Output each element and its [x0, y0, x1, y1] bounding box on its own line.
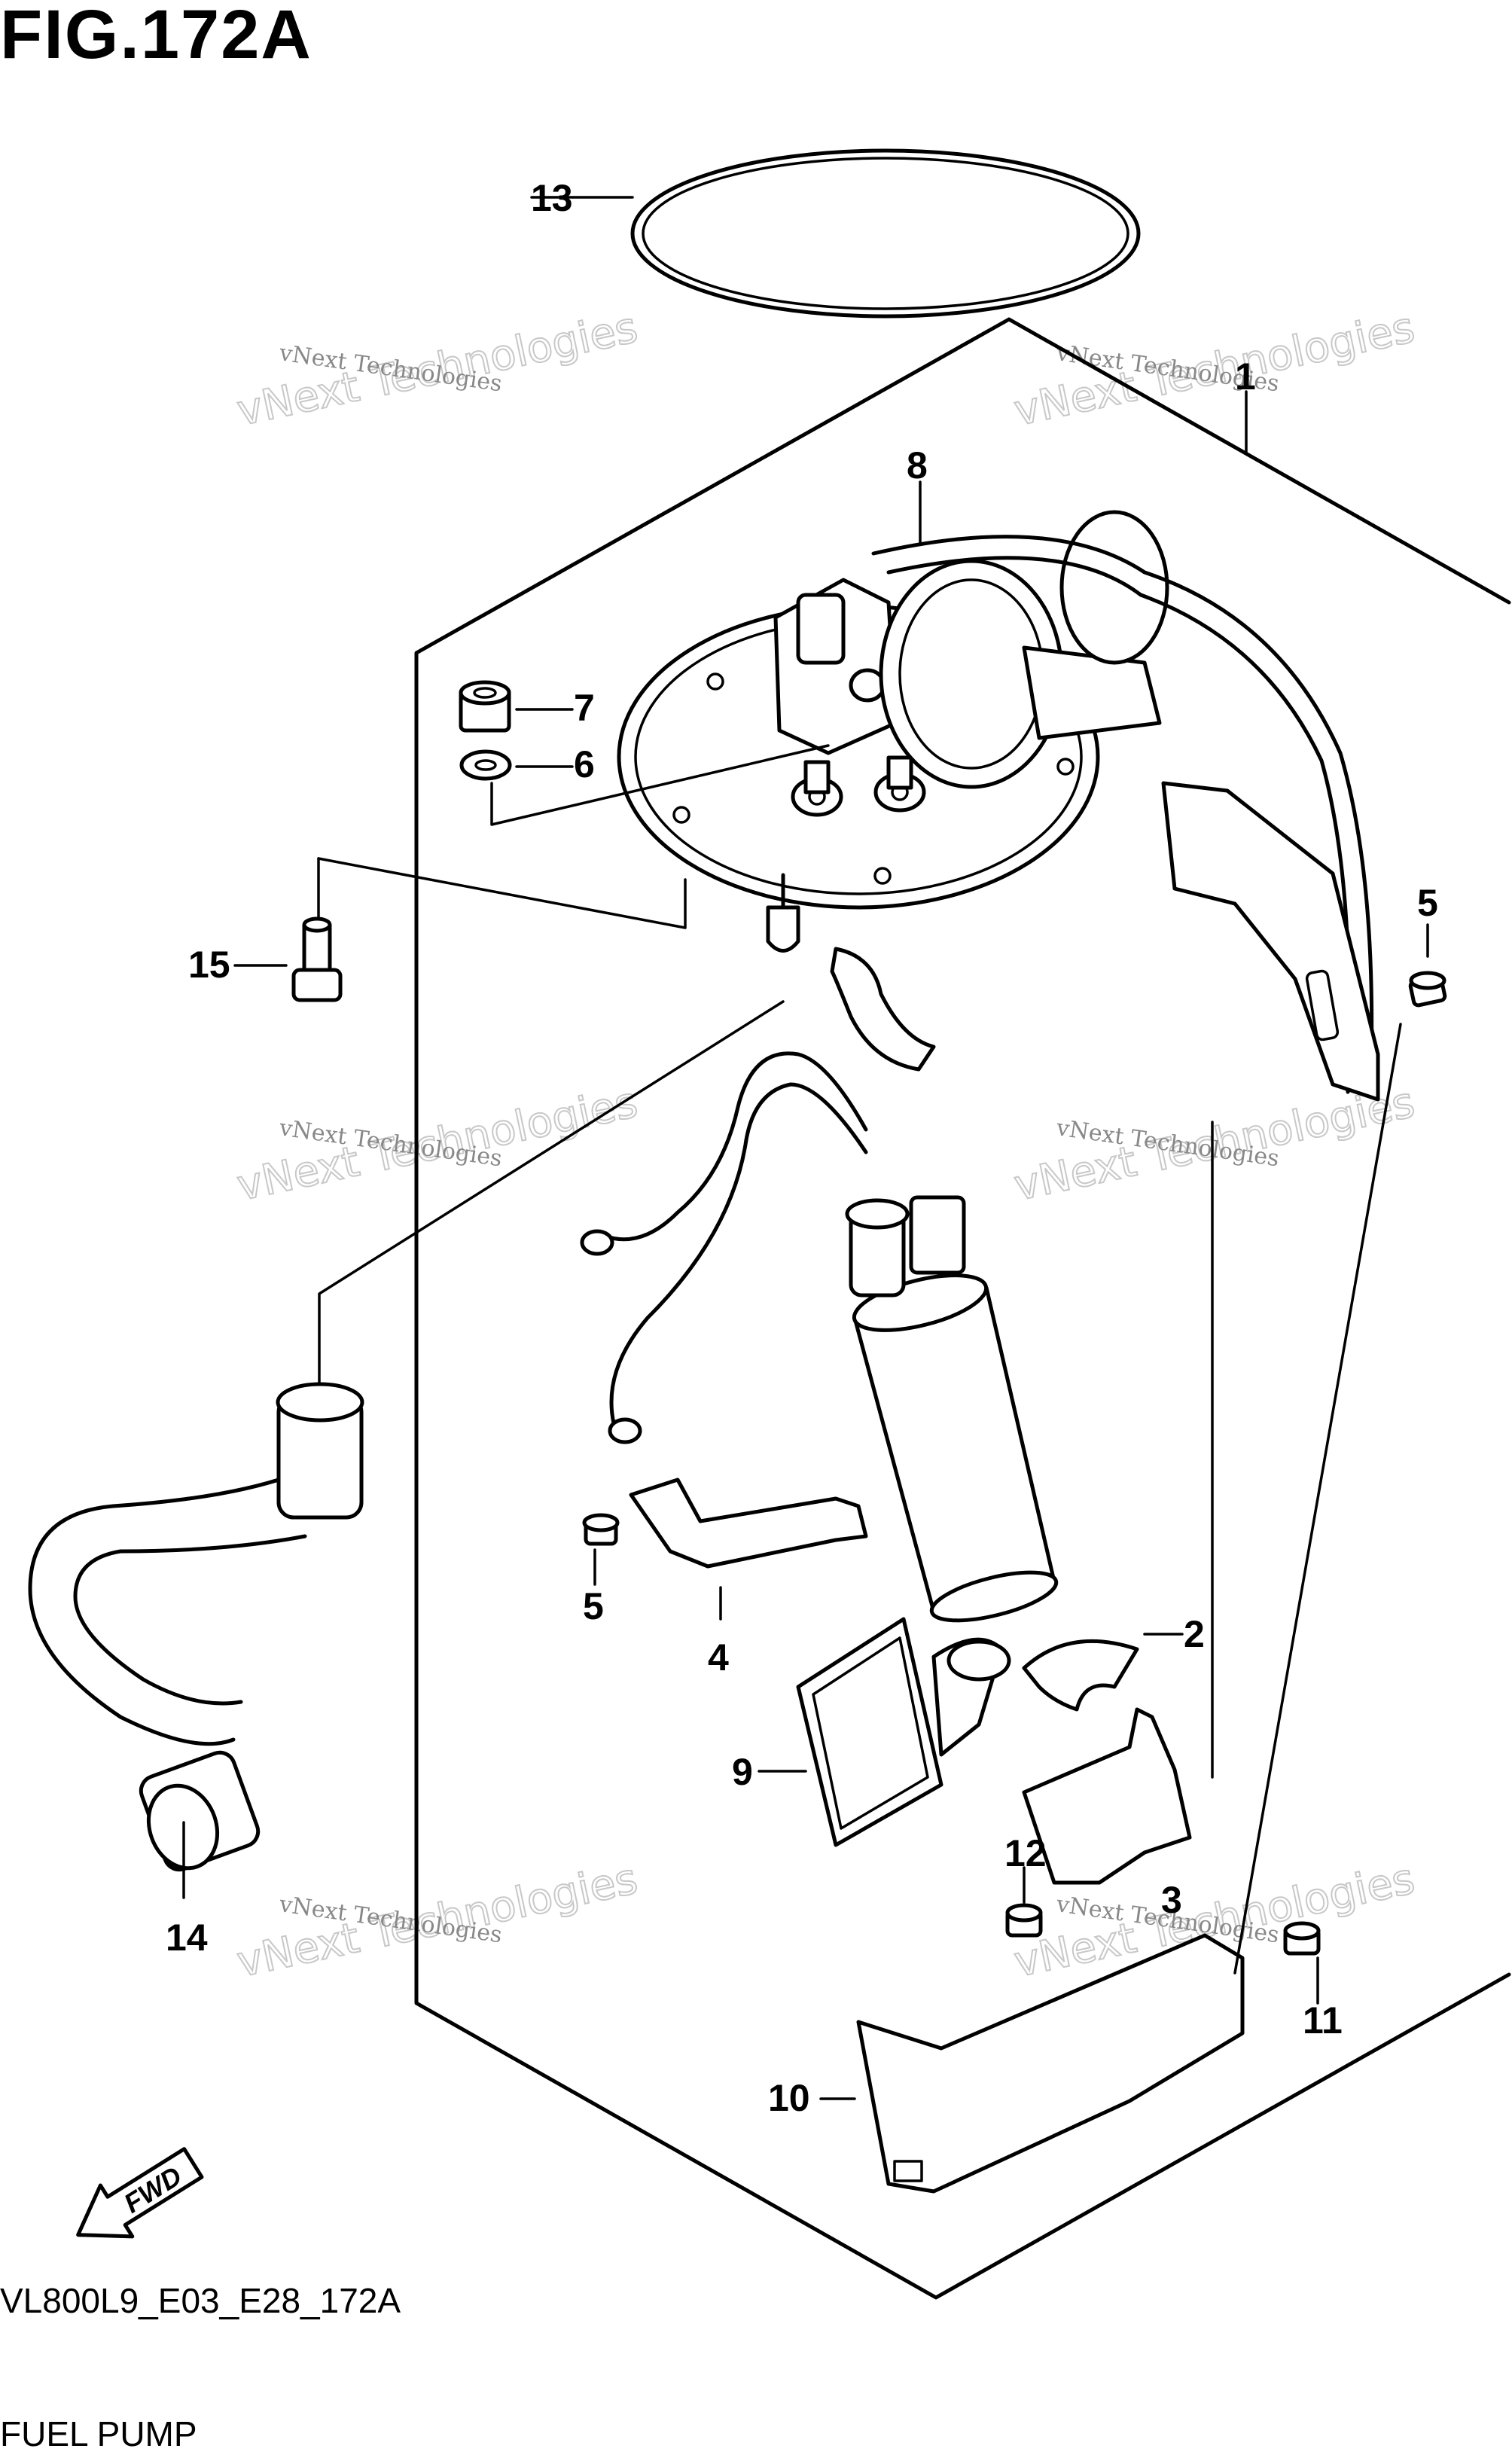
clamp-part-4: [629, 1477, 868, 1569]
callout-5a: 5: [583, 1585, 604, 1627]
nut-part-7: [459, 680, 511, 733]
figure-caption: FUEL PUMP: [0, 2414, 197, 2453]
wiring-harness: [580, 1051, 868, 1444]
hose-part-14: [28, 1382, 364, 1872]
figure-code: VL800L9_E03_E28_172A: [0, 2281, 401, 2320]
callout-9: 9: [732, 1751, 753, 1793]
callout-10: 10: [768, 2077, 810, 2119]
screw-part-5-left: [582, 1513, 620, 1546]
callout-15: 15: [188, 944, 230, 986]
callout-11: 11: [1303, 1999, 1343, 2042]
callout-5b: 5: [1417, 882, 1438, 924]
filter-part-9: [796, 1617, 1011, 1847]
callout-6: 6: [574, 743, 595, 785]
cushion-part-2: [1022, 1639, 1139, 1712]
callout-14: 14: [166, 1917, 208, 1959]
callout-7: 7: [574, 687, 595, 729]
pump-flange: [617, 510, 1169, 953]
pump-bracket-arm: [1161, 781, 1380, 1102]
figure-title: FIG.172A: [0, 0, 312, 73]
callout-13: 13: [531, 177, 573, 219]
callout-labels: 13 1 8 7 6 5 15 5 4 9 2 12 3 11 10 14: [166, 177, 1438, 2119]
o-ring-part-13: [630, 148, 1141, 319]
leader-lines: [182, 196, 1429, 2100]
screw-part-12: [1005, 1903, 1043, 1938]
callout-1: 1: [1235, 355, 1256, 398]
fwd-arrow: FWD: [76, 2147, 204, 2239]
screw-part-11: [1283, 1921, 1321, 1956]
fuel-pump-motor: [845, 1195, 1059, 1623]
assembly-outline: [414, 317, 1511, 2300]
callout-12: 12: [1004, 1832, 1047, 1874]
callout-3: 3: [1161, 1879, 1182, 1921]
hose-part-8: [871, 535, 1374, 1094]
screw-part-5-right: [1408, 971, 1447, 1008]
bracket-part-3: [1022, 1707, 1192, 1885]
callout-8: 8: [907, 444, 928, 486]
bolt-part-15: [291, 916, 343, 1002]
cover-part-10: [856, 1933, 1245, 2194]
callout-4: 4: [708, 1636, 729, 1679]
fuel-hose-outlet: [830, 947, 936, 1072]
callout-2: 2: [1184, 1613, 1205, 1655]
washer-part-6: [459, 749, 512, 781]
